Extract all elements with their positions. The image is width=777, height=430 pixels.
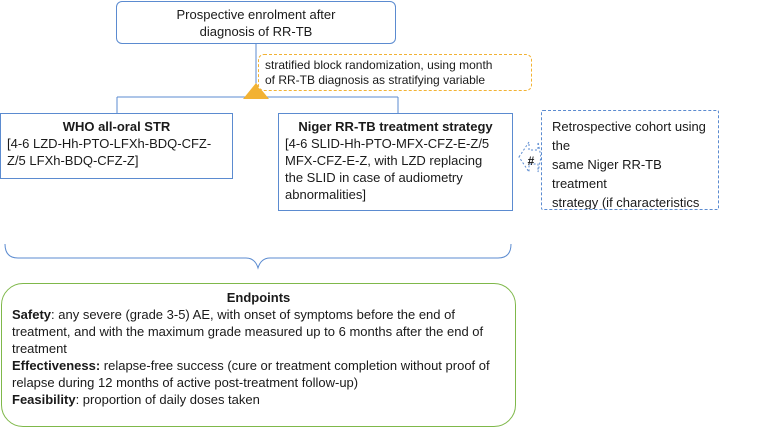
endpoint-feasibility: Feasibility: proportion of daily doses t… [12, 391, 505, 408]
niger-arm-line-3: the SLID in case of audiometry [285, 170, 463, 185]
retro-line-2: same Niger RR-TB treatment [552, 157, 662, 191]
safety-label: Safety [12, 307, 52, 322]
retrospective-cohort-box: Retrospective cohort using the same Nige… [541, 110, 719, 210]
niger-arm-box: Niger RR-TB treatment strategy [4-6 SLID… [278, 113, 513, 211]
comparison-hash-label: # [527, 154, 535, 168]
randomization-note-line-1: stratified block randomization, using mo… [265, 58, 493, 72]
enrolment-box: Prospective enrolment after diagnosis of… [116, 1, 396, 44]
retro-line-3: strategy (if characteristics and [552, 195, 700, 210]
endpoint-effectiveness: Effectiveness: relapse-free success (cur… [12, 357, 505, 391]
niger-arm-line-1: [4-6 SLID-Hh-PTO-MFX-CFZ-E-Z/5 [285, 136, 490, 151]
safety-text: : any severe (grade 3-5) AE, with onset … [12, 307, 484, 356]
niger-arm-title: Niger RR-TB treatment strategy [298, 119, 493, 134]
feasibility-text: : proportion of daily doses taken [75, 392, 260, 407]
comparison-arrow [518, 140, 542, 174]
enrolment-line-2: diagnosis of RR-TB [199, 24, 313, 39]
who-arm-title: WHO all-oral STR [62, 119, 171, 134]
randomization-triangle [243, 83, 269, 99]
niger-arm-line-2: MFX-CFZ-E-Z, with LZD replacing [285, 153, 483, 168]
who-arm-line-1: [4-6 LZD-Hh-PTO-LFXh-BDQ-CFZ- [7, 136, 212, 151]
niger-arm-line-4: abnormalities] [285, 187, 366, 202]
retro-line-1: Retrospective cohort using the [552, 119, 706, 153]
endpoints-title: Endpoints [226, 290, 291, 305]
endpoint-safety: Safety: any severe (grade 3-5) AE, with … [12, 306, 505, 357]
effectiveness-text: relapse-free success (cure or treatment … [12, 358, 490, 390]
feasibility-label: Feasibility [12, 392, 76, 407]
who-arm-line-2: Z/5 LFXh-BDQ-CFZ-Z] [7, 153, 139, 168]
randomization-note: stratified block randomization, using mo… [258, 54, 532, 91]
who-arm-box: WHO all-oral STR [4-6 LZD-Hh-PTO-LFXh-BD… [0, 113, 233, 179]
effectiveness-label: Effectiveness: [12, 358, 101, 373]
randomization-note-line-2: of RR-TB diagnosis as stratifying variab… [265, 73, 486, 87]
endpoints-box: Endpoints Safety: any severe (grade 3-5)… [1, 283, 516, 427]
arms-brace [4, 243, 512, 270]
enrolment-line-1: Prospective enrolment after [176, 7, 336, 22]
